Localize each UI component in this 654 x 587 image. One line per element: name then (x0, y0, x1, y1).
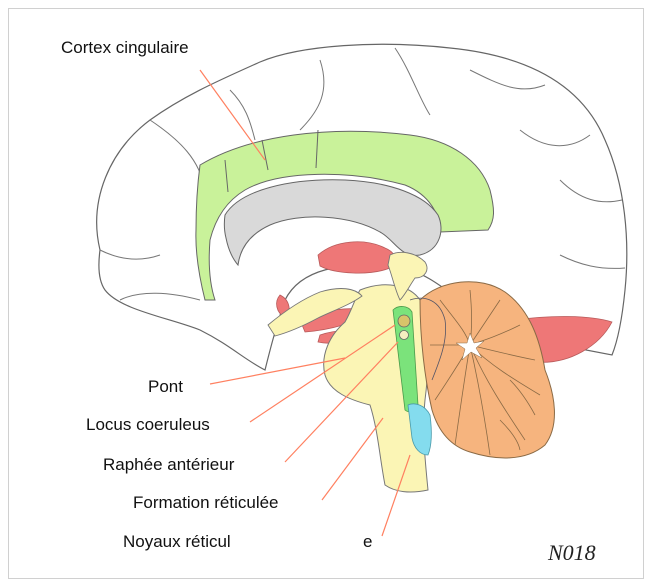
locus-dot (398, 315, 410, 327)
label-pont: Pont (148, 377, 183, 396)
label-formation-reticulee: Formation réticulée (133, 493, 279, 512)
label-cortex-cingulaire: Cortex cingulaire (61, 38, 189, 57)
locus-dot-2 (400, 331, 409, 340)
label-locus-coeruleus: Locus coeruleus (86, 415, 210, 434)
label-noyaux-suffix: e (363, 532, 372, 551)
label-raphe-anterieur: Raphée antérieur (103, 455, 235, 474)
label-noyaux-reticul: Noyaux réticul (123, 532, 231, 551)
figure-code: N018 (547, 540, 596, 565)
